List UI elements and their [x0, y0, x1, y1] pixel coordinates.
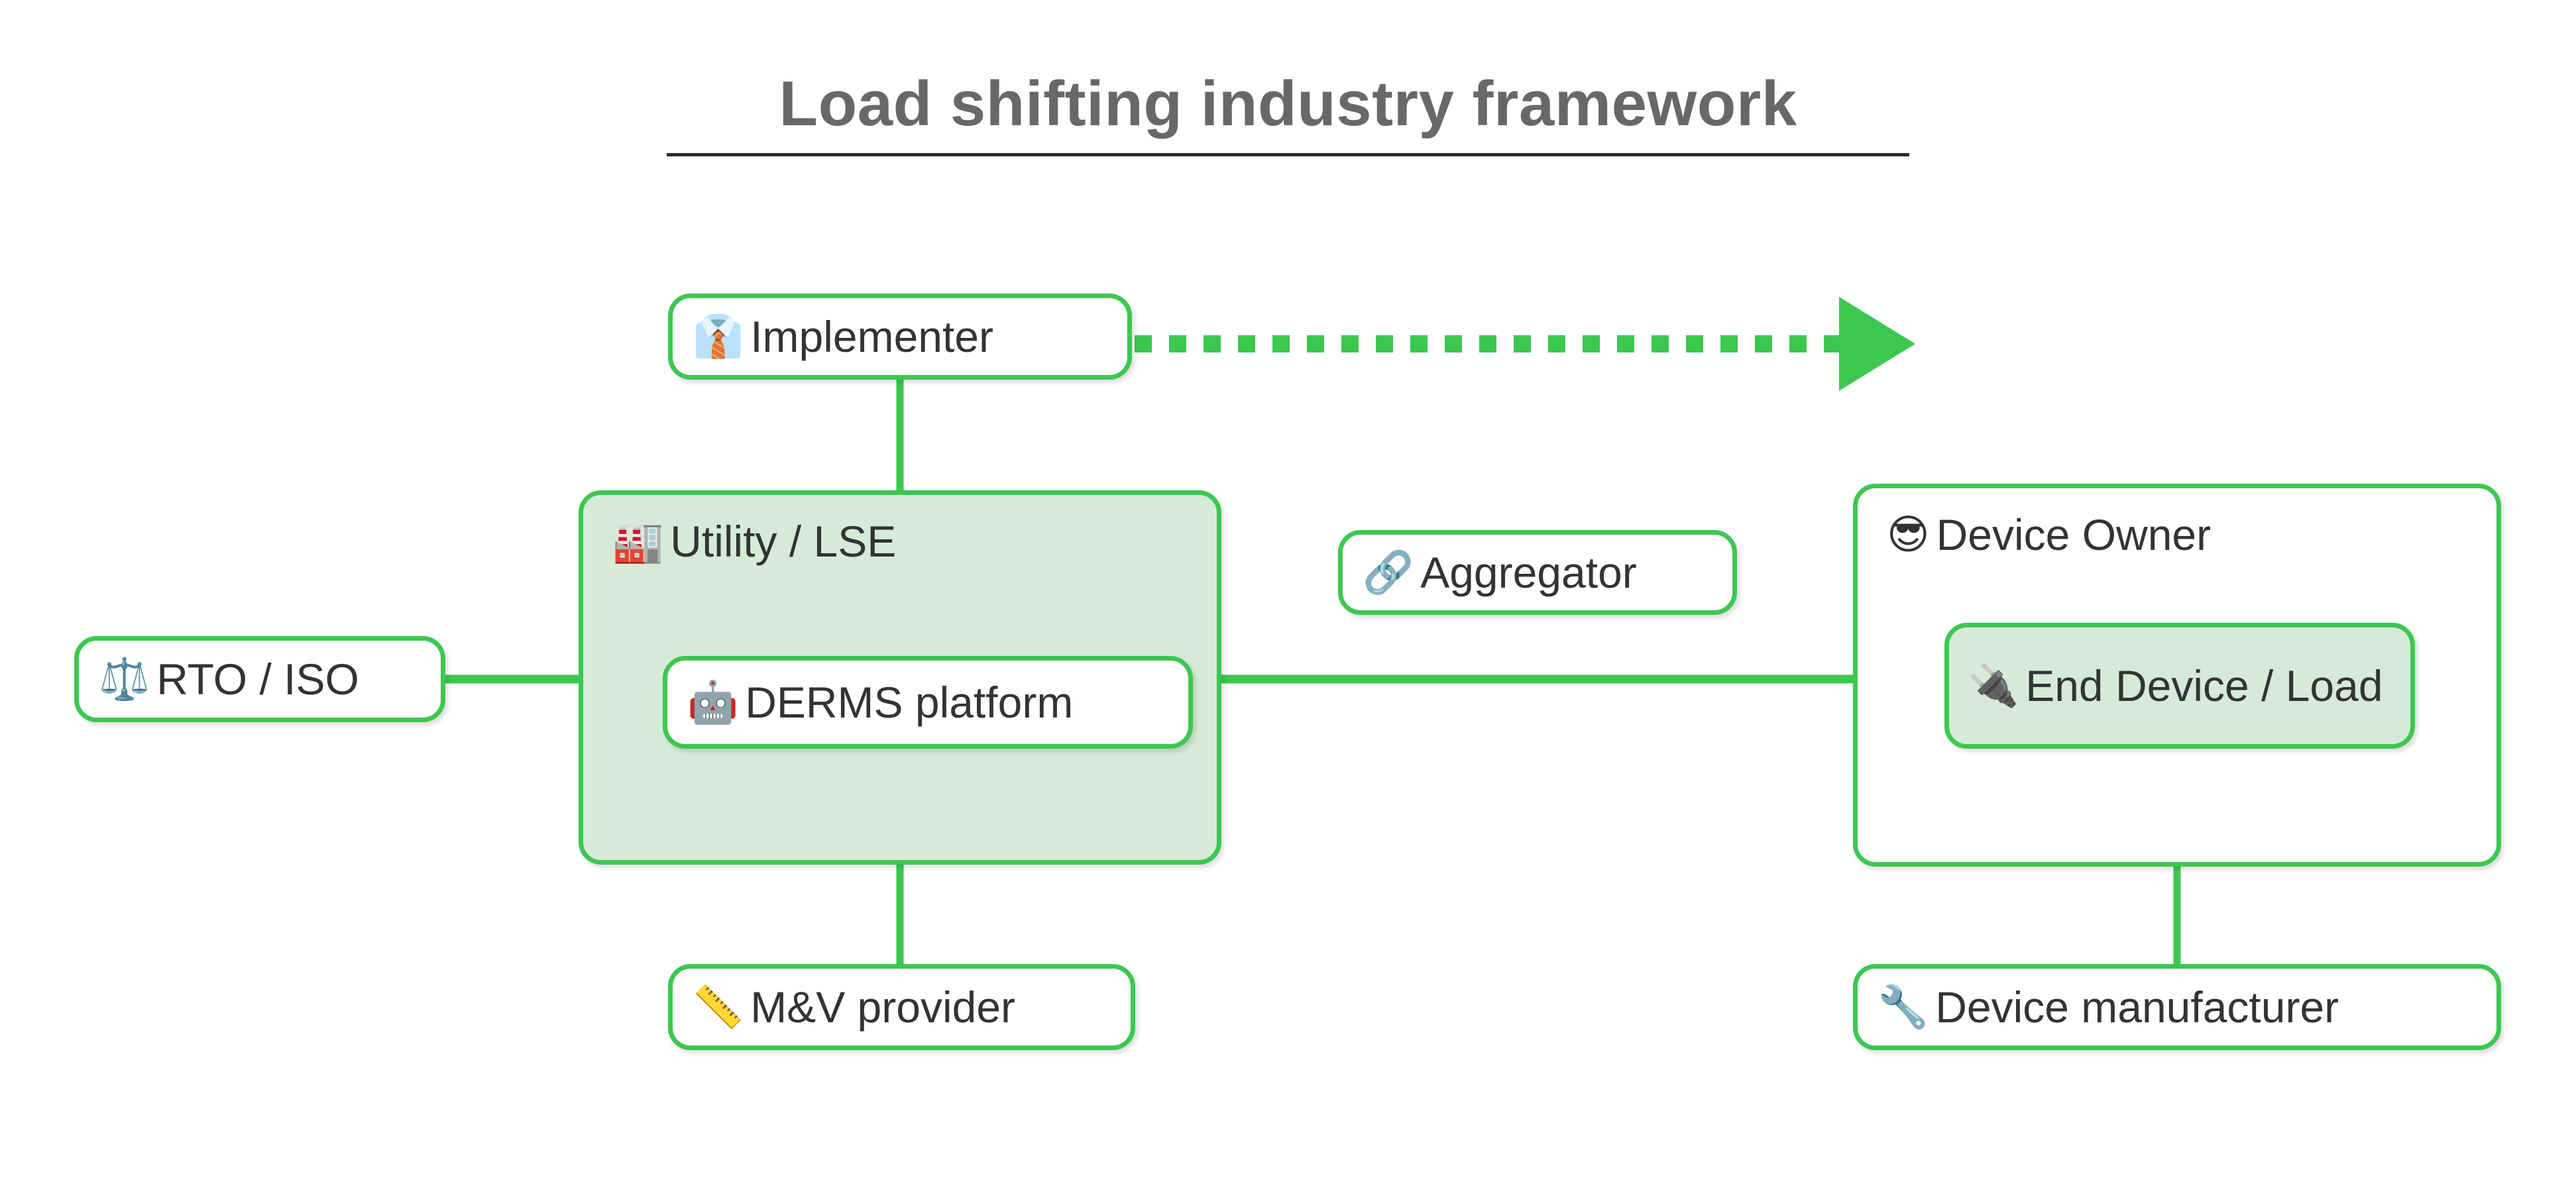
title-block: Load shifting industry framework — [667, 66, 1909, 157]
node-implementer-label: Implementer — [750, 311, 994, 361]
wrench-icon: 🔧 — [1877, 983, 1929, 1031]
balance-scale-icon: ⚖️ — [99, 655, 150, 703]
electric-plug-icon: 🔌 — [1968, 661, 2019, 710]
node-rto-iso-label: RTO / ISO — [156, 654, 359, 704]
cluster-utility-lse-label: Utility / LSE — [670, 517, 897, 566]
cluster-utility-lse-title: 🏭 Utility / LSE — [612, 516, 896, 566]
node-mv-provider[interactable]: 📏 M&V provider — [668, 964, 1135, 1050]
node-derms-platform[interactable]: 🤖 DERMS platform — [663, 656, 1193, 749]
node-mv-provider-label: M&V provider — [750, 982, 1016, 1032]
node-aggregator-label: Aggregator — [1420, 547, 1637, 597]
title-underline-rule — [667, 153, 1909, 157]
node-device-manufacturer[interactable]: 🔧 Device manufacturer — [1853, 964, 2501, 1050]
node-end-device-load[interactable]: 🔌 End Device / Load — [1944, 623, 2415, 749]
node-end-device-load-label: End Device / Load — [2025, 661, 2383, 710]
link-icon: 🔗 — [1363, 548, 1414, 596]
robot-icon: 🤖 — [687, 678, 739, 726]
factory-icon: 🏭 — [612, 517, 664, 565]
node-derms-platform-label: DERMS platform — [745, 677, 1074, 727]
cluster-device-owner-title: 😎 Device Owner — [1887, 510, 2211, 560]
cluster-device-owner-label: Device Owner — [1936, 510, 2212, 559]
node-implementer[interactable]: 👔 Implementer — [668, 294, 1132, 380]
node-device-manufacturer-label: Device manufacturer — [1935, 982, 2339, 1032]
page-title: Load shifting industry framework — [779, 68, 1797, 139]
straight-ruler-icon: 📏 — [693, 983, 744, 1031]
node-rto-iso[interactable]: ⚖️ RTO / ISO — [74, 636, 445, 722]
sunglasses-face-icon: 😎 — [1887, 510, 1930, 559]
necktie-icon: 👔 — [693, 312, 744, 360]
edge-arrowhead-icon — [1839, 297, 1915, 391]
node-aggregator[interactable]: 🔗 Aggregator — [1338, 530, 1737, 615]
